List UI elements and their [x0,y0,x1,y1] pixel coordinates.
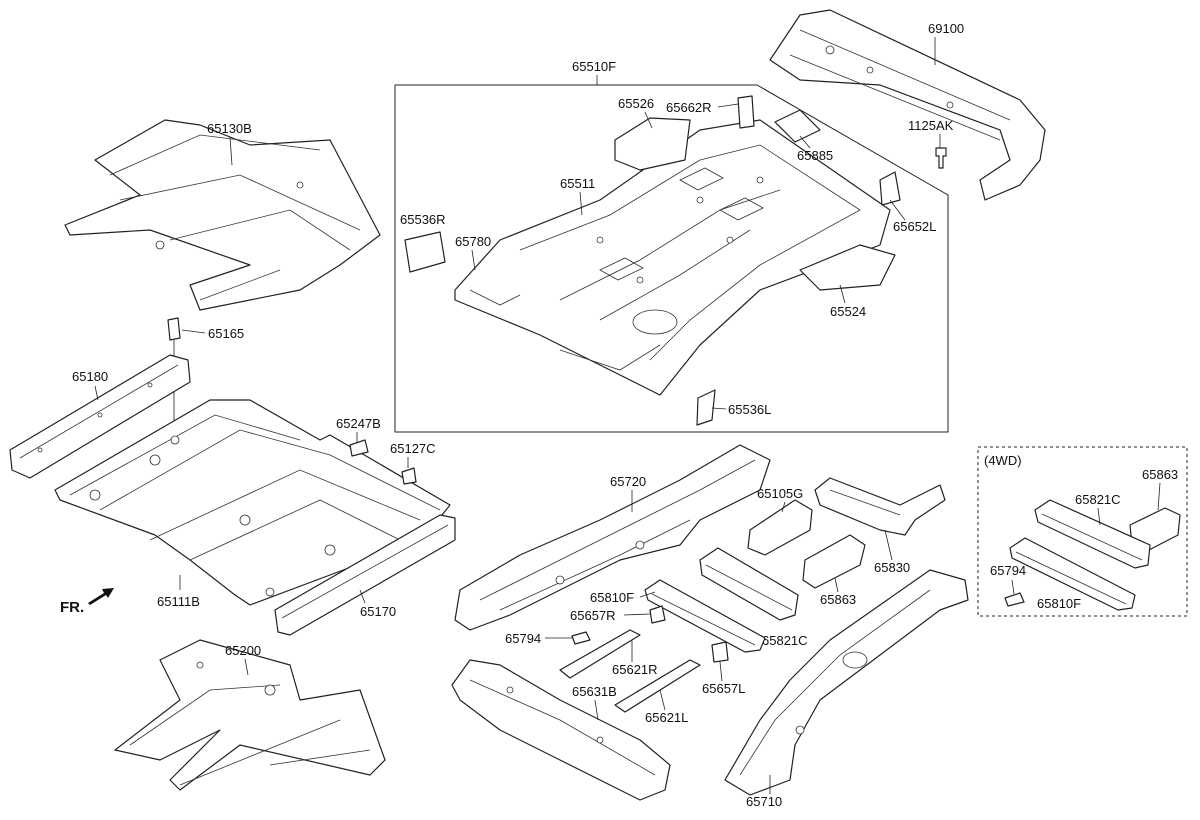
front-arrow-icon [88,588,114,605]
label-65720[interactable]: 65720 [610,474,646,489]
label-65652L[interactable]: 65652L [893,219,936,234]
label-4wd-65810F[interactable]: 65810F [1037,596,1081,611]
part-65621L[interactable] [614,659,701,713]
part-65863[interactable] [802,534,866,589]
front-direction-label: FR. [60,599,84,616]
label-4wd-65863[interactable]: 65863 [1142,467,1178,482]
part-65662R[interactable] [737,95,755,129]
part-65165[interactable] [167,317,181,341]
label-65631B[interactable]: 65631B [572,684,617,699]
label-65780[interactable]: 65780 [455,234,491,249]
part-65536L[interactable] [696,389,716,426]
part-65247B[interactable] [349,439,369,457]
part-65127C[interactable] [401,467,417,485]
part-4wd-65794[interactable] [1004,592,1025,607]
label-69100[interactable]: 69100 [928,21,964,36]
part-65821C[interactable] [699,547,799,621]
label-4wd-65821C[interactable]: 65821C [1075,492,1121,507]
label-65885[interactable]: 65885 [797,148,833,163]
label-65511[interactable]: 65511 [560,176,595,191]
label-65170[interactable]: 65170 [360,604,396,619]
part-65830[interactable] [814,477,946,536]
part-65657R[interactable] [649,605,666,624]
label-65662R[interactable]: 65662R [666,100,712,115]
label-65127C[interactable]: 65127C [390,441,436,456]
label-65111B[interactable]: 65111B [157,594,200,609]
part-65885[interactable] [774,109,821,143]
label-65526[interactable]: 65526 [618,96,654,111]
label-65657R[interactable]: 65657R [570,608,616,623]
part-65536R[interactable] [404,231,446,273]
label-65830[interactable]: 65830 [874,560,910,575]
part-65200[interactable] [114,639,386,791]
label-65165[interactable]: 65165 [208,326,244,341]
label-65821C[interactable]: 65821C [762,633,808,648]
label-4wd: (4WD) [984,453,1022,468]
rear-floor-group: 65510F 65526 65662R [394,59,954,433]
label-65710[interactable]: 65710 [746,794,782,809]
label-65247B[interactable]: 65247B [336,416,381,431]
part-65810F[interactable] [644,579,766,653]
label-65863[interactable]: 65863 [820,592,856,607]
label-65180[interactable]: 65180 [72,369,108,384]
label-65524[interactable]: 65524 [830,304,866,319]
label-65536R[interactable]: 65536R [400,212,446,227]
part-1125AK[interactable] [935,147,947,169]
part-65794[interactable] [571,631,591,645]
4wd-group: (4WD) 65863 65821C 65810F 65794 [977,446,1188,617]
part-4wd-65821C[interactable] [1034,499,1151,569]
part-65105G[interactable] [747,499,813,556]
label-1125AK[interactable]: 1125AK [908,118,954,133]
label-65510F[interactable]: 65510F [572,59,616,74]
label-65810F[interactable]: 65810F [590,590,634,605]
part-65524[interactable] [799,244,896,291]
label-65621L[interactable]: 65621L [645,710,688,725]
part-65180[interactable] [9,354,191,479]
part-65652L[interactable] [879,171,901,206]
part-69100[interactable] [769,9,1046,201]
label-65621R[interactable]: 65621R [612,662,658,677]
part-65170[interactable] [274,514,456,636]
part-65526[interactable] [614,117,691,171]
label-65200[interactable]: 65200 [225,643,261,658]
part-65130B[interactable] [64,119,381,311]
label-65536L[interactable]: 65536L [728,402,771,417]
label-4wd-65794[interactable]: 65794 [990,563,1026,578]
part-65657L[interactable] [711,641,729,663]
label-65105G[interactable]: 65105G [757,486,803,501]
part-65621R[interactable] [559,629,641,679]
part-65631B[interactable] [451,659,671,801]
rear-floor-panel[interactable] [454,119,891,396]
label-65794[interactable]: 65794 [505,631,541,646]
label-65657L[interactable]: 65657L [702,681,745,696]
part-65720[interactable] [454,444,771,631]
part-65710[interactable] [724,569,969,796]
part-4wd-65810F[interactable] [1009,537,1136,611]
label-65130B[interactable]: 65130B [207,121,252,136]
